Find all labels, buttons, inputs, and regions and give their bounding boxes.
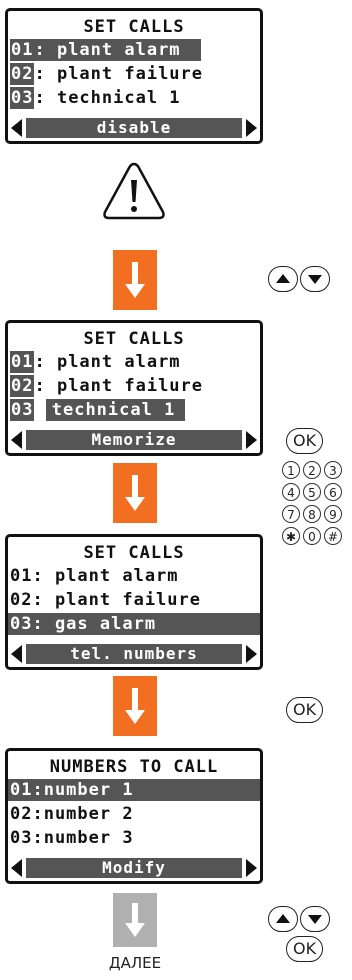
ok-button-icon[interactable]: OK: [286, 428, 324, 454]
up-arrow-button-icon[interactable]: [268, 266, 298, 292]
left-arrow-icon[interactable]: [11, 431, 22, 449]
key-8[interactable]: 8: [303, 505, 321, 523]
key-4[interactable]: 4: [282, 483, 300, 501]
nav-buttons: [268, 266, 332, 296]
nav-buttons-2: [268, 906, 332, 936]
lcd-screen-set-calls-1: SET CALLS 01: plant alarm 02: plant fail…: [5, 8, 263, 144]
right-arrow-icon[interactable]: [246, 859, 257, 877]
left-arrow-icon[interactable]: [11, 859, 22, 877]
softkey-label[interactable]: Modify: [26, 858, 242, 878]
arrow-down-icon: [113, 250, 157, 310]
list-item[interactable]: 02: plant failure: [10, 590, 201, 610]
arrow-down-icon: [113, 676, 157, 736]
list-item[interactable]: 01: plant alarm: [10, 566, 179, 586]
row-label: : plant alarm: [34, 352, 181, 372]
right-arrow-icon[interactable]: [246, 431, 257, 449]
row-label: : plant alarm: [34, 39, 201, 61]
softkey-bar: disable: [8, 115, 260, 141]
warning-icon: [103, 162, 165, 220]
left-arrow-icon[interactable]: [11, 645, 22, 663]
list-item[interactable]: 01: plant alarm: [10, 351, 256, 373]
list-item-selected[interactable]: 01:number 1: [8, 779, 260, 801]
list-item[interactable]: 02:number 2: [10, 804, 134, 824]
softkey-label[interactable]: disable: [26, 118, 242, 138]
ok-key-3: OK: [286, 936, 324, 962]
row-number: 01: [10, 351, 35, 373]
screen-title: SET CALLS: [83, 543, 185, 563]
list-item[interactable]: 02: plant failure: [10, 375, 256, 397]
list-item-selected[interactable]: 03: gas alarm: [8, 613, 260, 635]
row-number: 03: [10, 87, 35, 109]
ok-button-icon[interactable]: OK: [286, 697, 324, 723]
row-label: : plant failure: [34, 64, 204, 84]
down-arrow-button-icon[interactable]: [300, 266, 330, 292]
list-item[interactable]: 03:number 3: [10, 828, 134, 848]
key-hash[interactable]: #: [324, 527, 342, 545]
lcd-screen-set-calls-3: SET CALLS 01: plant alarm 02: plant fail…: [5, 534, 263, 670]
softkey-label[interactable]: Memorize: [26, 430, 242, 450]
ok-key-2: OK: [286, 697, 324, 723]
row-number: 03: [10, 399, 35, 421]
list-item[interactable]: 03: technical 1: [10, 87, 256, 109]
softkey-bar: Modify: [8, 855, 260, 881]
screen-title: SET CALLS: [83, 17, 185, 37]
screen-title: SET CALLS: [83, 329, 185, 349]
left-arrow-icon[interactable]: [11, 119, 22, 137]
key-0[interactable]: 0: [303, 527, 321, 545]
row-number: 02: [10, 63, 35, 85]
softkey-bar: tel. numbers: [8, 641, 260, 667]
list-item[interactable]: 03 technical 1: [10, 399, 256, 421]
right-arrow-icon[interactable]: [246, 119, 257, 137]
key-7[interactable]: 7: [282, 505, 300, 523]
screen-title: NUMBERS TO CALL: [49, 757, 219, 777]
next-label[interactable]: ДАЛЕЕ: [108, 954, 162, 972]
edit-field[interactable]: technical 1: [45, 399, 186, 421]
key-2[interactable]: 2: [303, 461, 321, 479]
down-arrow-button-icon[interactable]: [300, 906, 330, 932]
right-arrow-icon[interactable]: [246, 645, 257, 663]
row-label: : technical 1: [34, 88, 181, 108]
lcd-screen-numbers-to-call: NUMBERS TO CALL 01:number 1 02:number 2 …: [5, 748, 263, 884]
key-star[interactable]: ✱: [282, 527, 300, 545]
ok-button-icon[interactable]: OK: [286, 936, 324, 962]
softkey-bar: Memorize: [8, 427, 260, 453]
up-arrow-button-icon[interactable]: [268, 906, 298, 932]
row-label: : plant failure: [34, 376, 204, 396]
key-1[interactable]: 1: [282, 461, 300, 479]
key-9[interactable]: 9: [324, 505, 342, 523]
list-item[interactable]: 01: plant alarm: [10, 39, 256, 61]
softkey-label[interactable]: tel. numbers: [26, 644, 242, 664]
key-3[interactable]: 3: [324, 461, 342, 479]
key-5[interactable]: 5: [303, 483, 321, 501]
arrow-down-icon: [113, 463, 157, 523]
row-number: 01: [10, 39, 35, 61]
lcd-screen-set-calls-2: SET CALLS 01: plant alarm 02: plant fail…: [5, 320, 263, 456]
ok-key-1: OK: [286, 428, 324, 454]
key-6[interactable]: 6: [324, 483, 342, 501]
row-number: 02: [10, 375, 35, 397]
next-arrow-icon: [113, 893, 157, 947]
list-item[interactable]: 02: plant failure: [10, 63, 256, 85]
